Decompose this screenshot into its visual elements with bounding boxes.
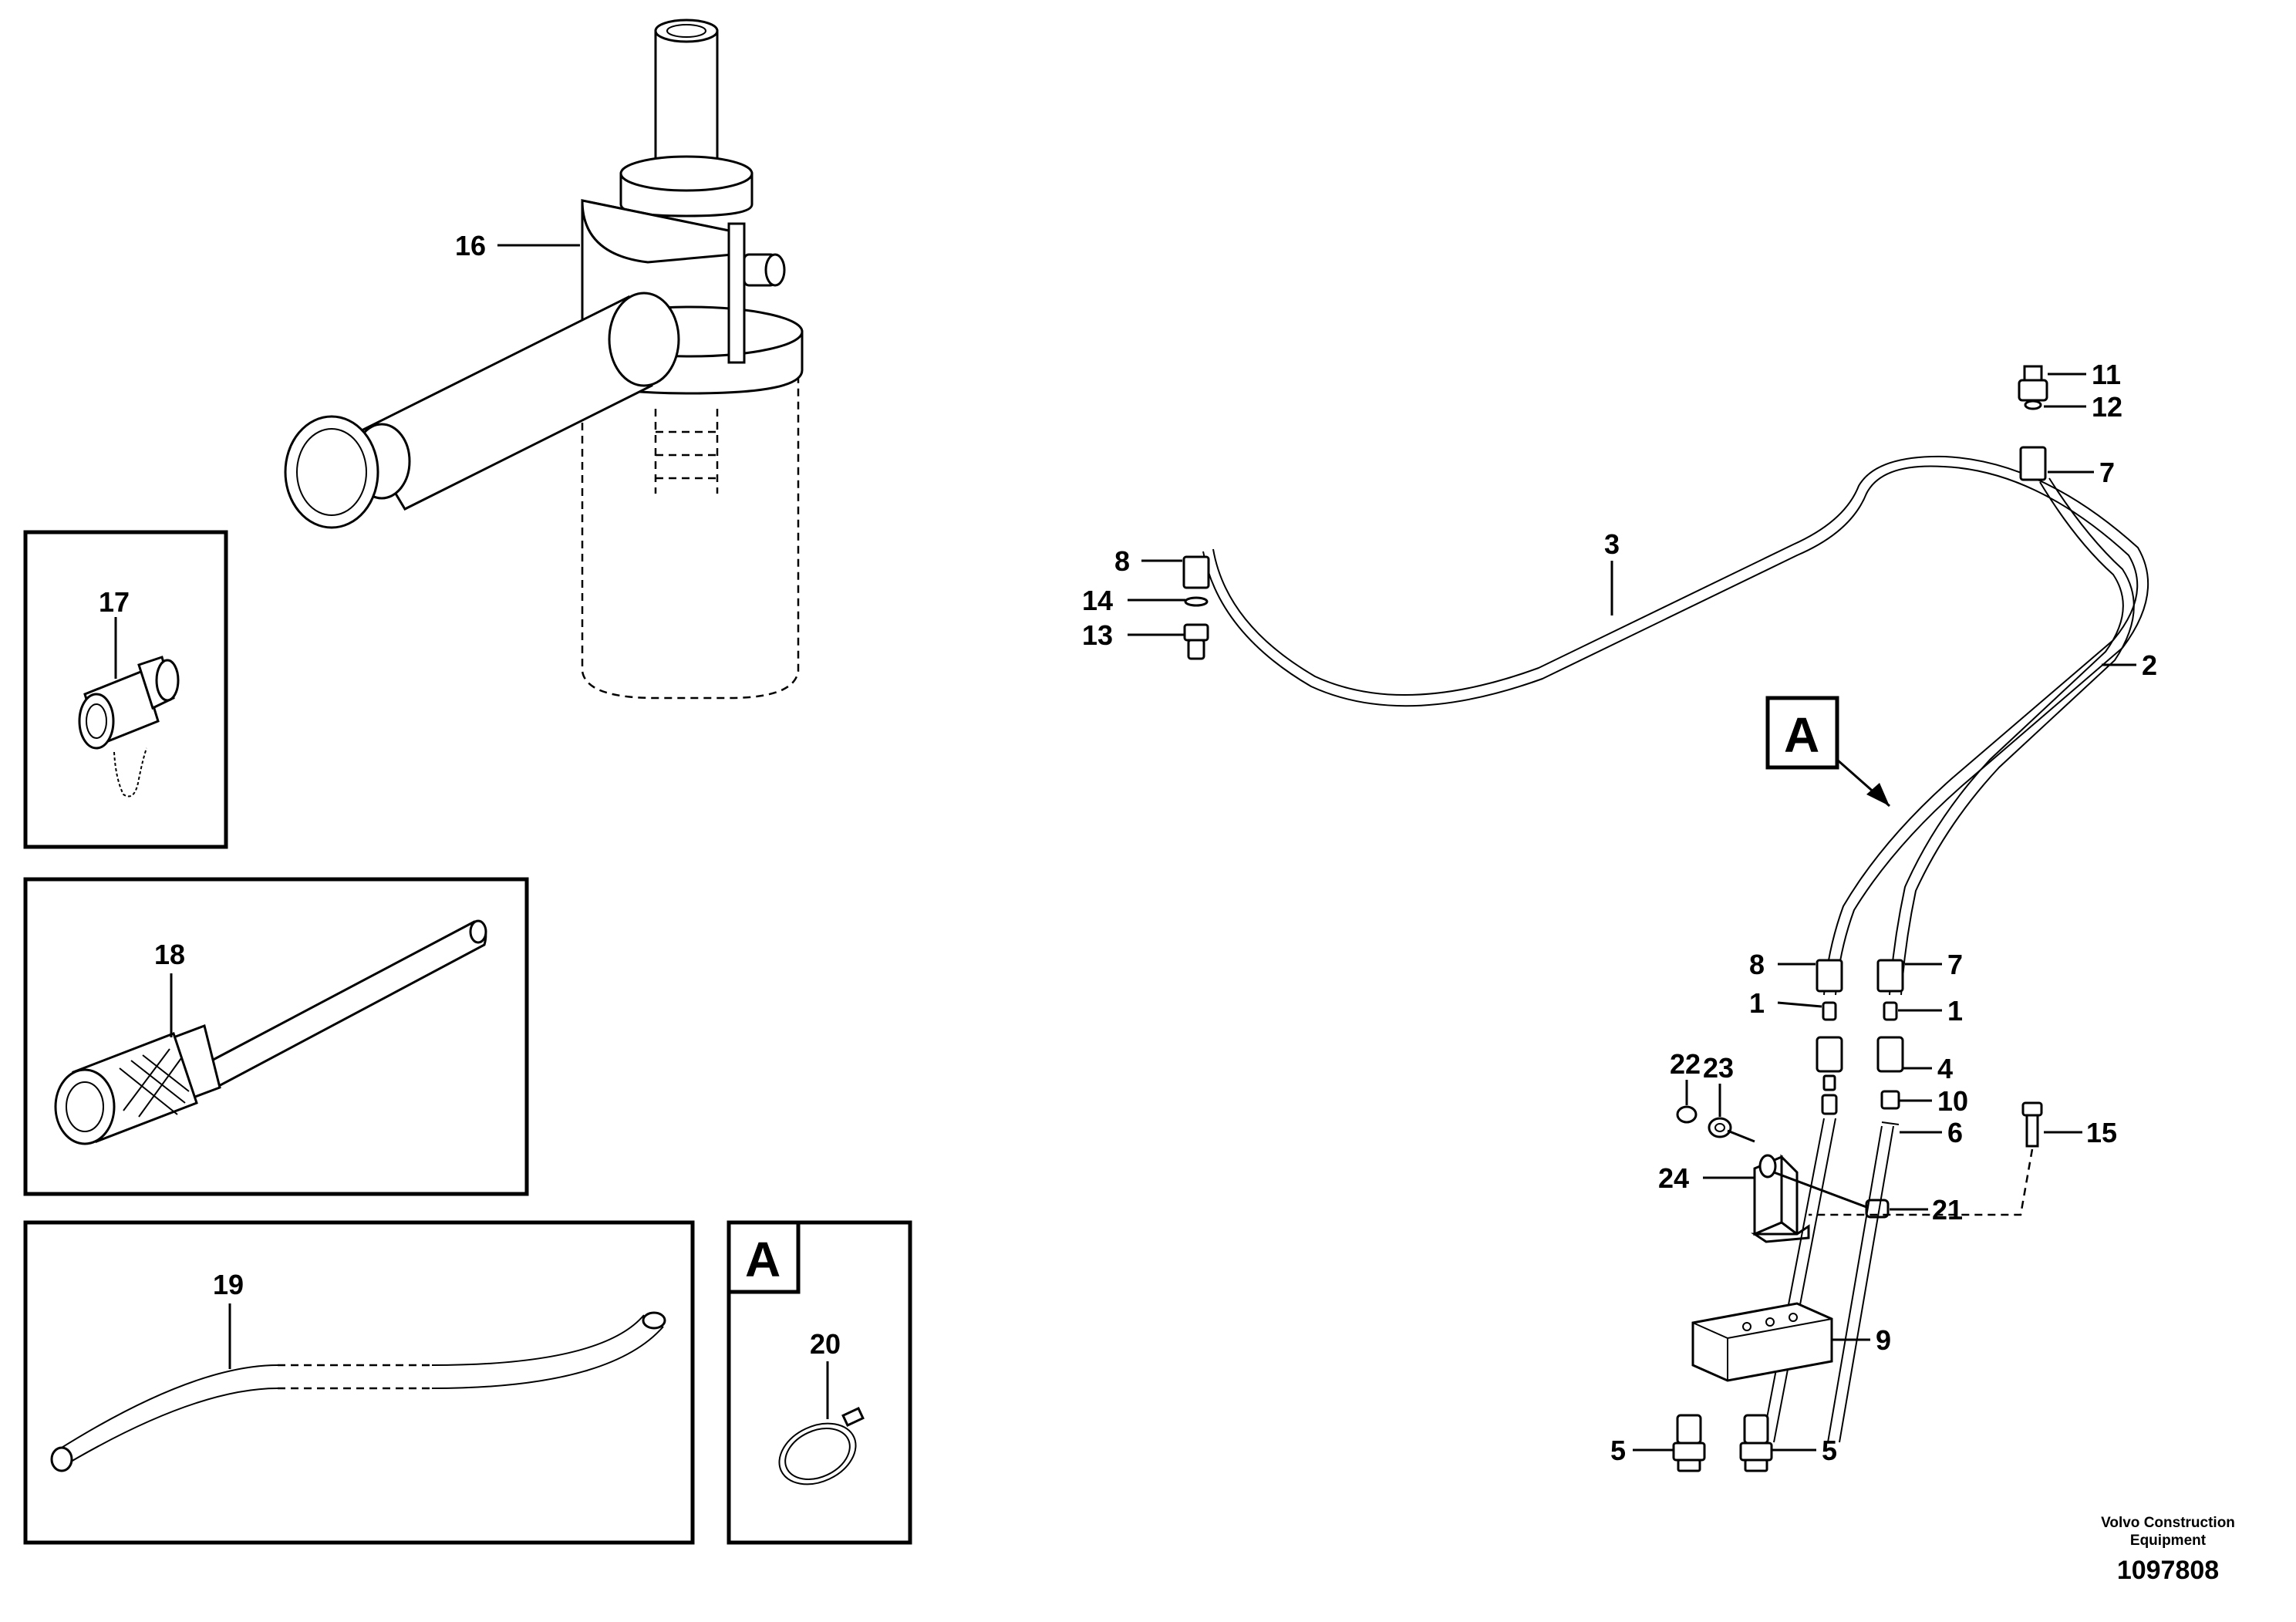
inset-box-18	[23, 877, 529, 1196]
credit-line-1: Volvo Construction	[2101, 1515, 2235, 1531]
callout-12: 12	[2092, 391, 2122, 423]
detail-marker-box	[1765, 696, 1839, 770]
callout-8-left: 8	[1114, 545, 1130, 577]
callout-6: 6	[1947, 1117, 1963, 1148]
callout-24: 24	[1658, 1162, 1689, 1194]
callout-4: 4	[1937, 1053, 1953, 1084]
callout-17: 17	[99, 586, 130, 618]
callout-20: 20	[810, 1328, 841, 1360]
cable-tie-20	[778, 1407, 865, 1485]
callout-2: 2	[2142, 649, 2157, 681]
fittings-top-right	[2018, 365, 2048, 481]
test-hose-fitting-18	[54, 919, 487, 1145]
quick-coupling-17	[78, 656, 180, 798]
inset-box-20	[727, 1220, 912, 1545]
callout-19: 19	[213, 1269, 244, 1300]
callout-11: 11	[2092, 359, 2121, 390]
callout-3: 3	[1604, 528, 1620, 560]
fittings-lower	[1672, 959, 2043, 1472]
callout-8-lower: 8	[1749, 949, 1765, 980]
hand-pump-assembly	[284, 19, 804, 700]
callout-7-lower: 7	[1947, 949, 1963, 980]
callout-23: 23	[1703, 1052, 1734, 1084]
callout-13: 13	[1082, 619, 1113, 651]
callout-18: 18	[154, 939, 185, 970]
detail-marker: A	[1784, 707, 1819, 763]
credit-line-2: Equipment	[2130, 1533, 2207, 1549]
callout-5-right: 5	[1822, 1435, 1837, 1466]
leader-1-left	[1777, 1001, 1822, 1008]
callout-21: 21	[1932, 1194, 1963, 1226]
inset-view-marker: A	[745, 1232, 781, 1287]
document-number: 1097808	[2117, 1556, 2219, 1585]
hose-19	[50, 1311, 666, 1472]
callout-22: 22	[1670, 1048, 1701, 1080]
callout-14: 14	[1082, 585, 1113, 616]
callout-16: 16	[455, 230, 486, 261]
fittings-left	[1182, 555, 1210, 660]
callout-9: 9	[1876, 1324, 1891, 1356]
callout-5-left: 5	[1610, 1435, 1626, 1466]
callout-1-left: 1	[1749, 987, 1765, 1019]
callout-7-top: 7	[2099, 457, 2115, 488]
inset-view-marker-box	[727, 1220, 801, 1294]
inset-box-17	[23, 530, 228, 849]
callout-10: 10	[1937, 1085, 1968, 1117]
detail-arrow-head	[1866, 783, 1890, 806]
callout-15: 15	[2086, 1117, 2117, 1148]
hose-routing	[1202, 455, 2149, 996]
inset-box-19	[23, 1220, 695, 1545]
callout-1-right: 1	[1947, 995, 1963, 1027]
